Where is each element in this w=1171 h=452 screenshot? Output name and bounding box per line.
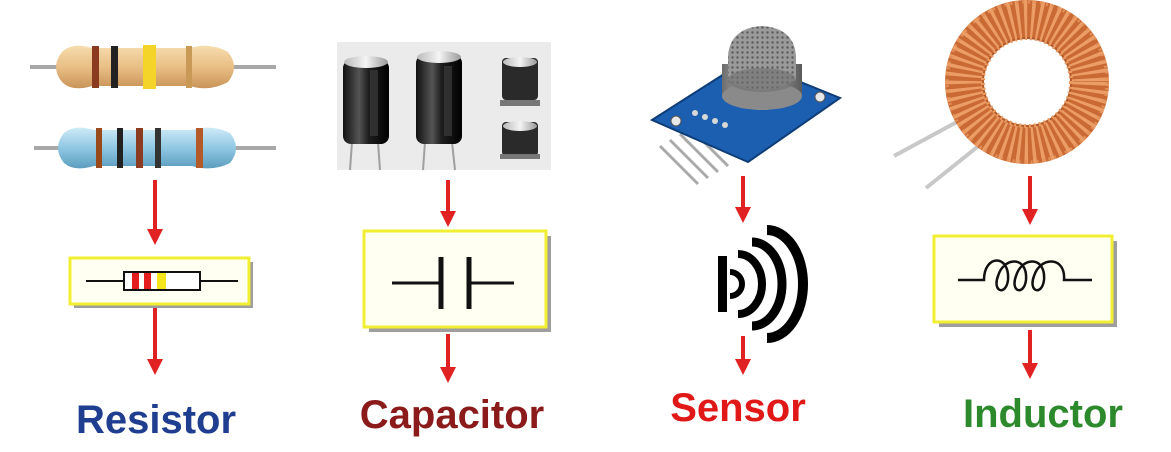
resistor-symbol-icon — [68, 256, 253, 308]
arrow-capacitor-top — [440, 180, 456, 227]
sensor-label: Sensor — [670, 386, 806, 430]
arrow-capacitor-bottom — [440, 334, 456, 383]
arrow-sensor-top — [735, 176, 751, 223]
arrow-inductor-bottom — [1022, 330, 1038, 379]
arrow-sensor-bottom — [735, 336, 751, 375]
inductor-label: Inductor — [963, 392, 1123, 436]
resistor-label: Resistor — [75, 398, 237, 442]
electrolytic-capacitor-photo — [337, 42, 551, 171]
capacitor-label: Capacitor — [359, 393, 545, 437]
resistor-photo — [30, 45, 276, 169]
gas-sensor-module-photo — [649, 26, 843, 186]
sensor-wave-icon — [718, 225, 808, 343]
arrow-inductor-top — [1022, 176, 1038, 225]
inductor-coil-symbol-icon — [932, 234, 1117, 327]
toroidal-coil-photo — [893, 0, 1109, 190]
arrow-resistor-bottom — [147, 308, 163, 375]
capacitor-symbol-icon — [362, 229, 551, 332]
arrow-resistor-top — [147, 180, 163, 245]
